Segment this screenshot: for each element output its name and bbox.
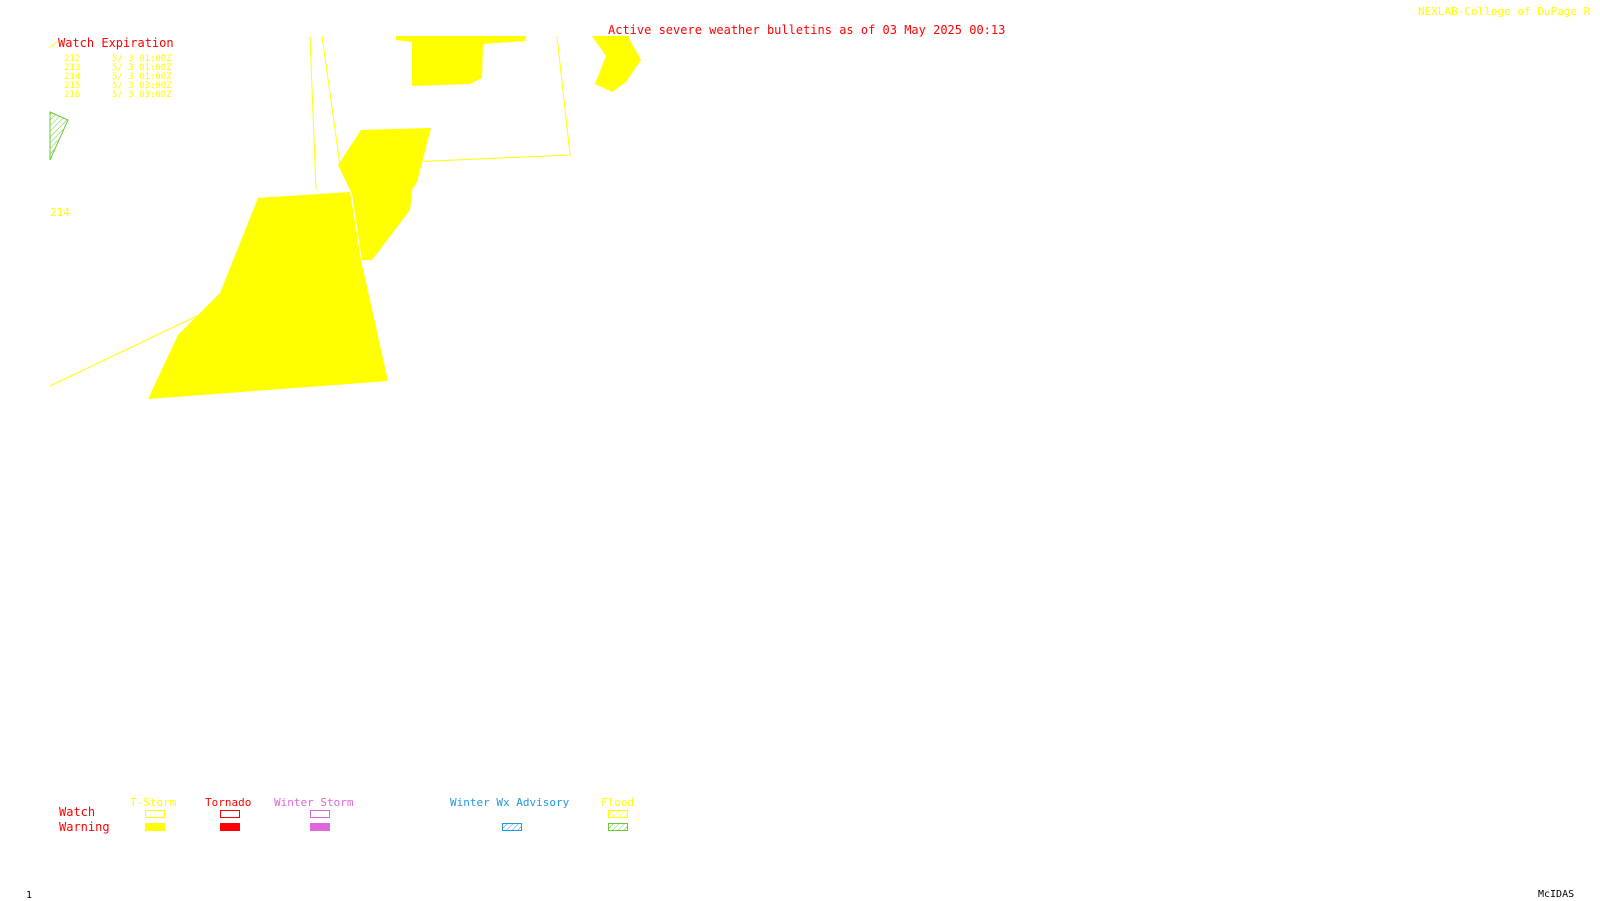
tstorm-warning-middle (338, 128, 431, 260)
watch-id: 213 (64, 63, 81, 73)
legend-row-warning: Warning (59, 820, 110, 834)
legend-winter-advisory-label: Winter Wx Advisory (450, 796, 570, 809)
frame-number: 1 (26, 890, 33, 901)
watch-expires: 5/ 3 03:00Z (112, 90, 172, 100)
watch-row: 214 5/ 3 01:00Z (64, 73, 172, 82)
legend-tornado-watch-swatch (220, 810, 240, 818)
legend-tstorm-label: T-Storm (130, 796, 177, 809)
watch-id: 215 (64, 81, 81, 91)
legend-flood-warning-swatch (608, 823, 628, 831)
flood-warning-area (49, 111, 69, 161)
legend-winter-storm-warning-swatch (310, 823, 330, 831)
legend-winter-advisory-swatch (502, 823, 522, 831)
legend-tornado-warning-swatch (220, 823, 240, 831)
legend-flood-watch-swatch (608, 810, 628, 818)
tstorm-warning-large (148, 192, 388, 399)
watch-outline-corner (49, 41, 58, 48)
watch-expires: 5/ 3 01:00Z (112, 63, 172, 73)
legend-tornado-label: Tornado (205, 796, 252, 809)
watch-row: 213 5/ 3 01:00Z (64, 64, 172, 73)
watch-expires: 5/ 3 01:00Z (112, 72, 172, 82)
watch-outline-box (321, 35, 571, 166)
watch-expiration-title: Watch Expiration (58, 36, 174, 50)
watch-outline-group (49, 35, 571, 387)
watch-expires: 5/ 3 03:00Z (112, 81, 172, 91)
watch-row: 216 5/ 3 03:00Z (64, 91, 172, 100)
legend-flood-label: Flood (601, 796, 635, 809)
software-label: McIDAS (1538, 889, 1575, 900)
watch-expires: 5/ 3 01:00Z (112, 54, 172, 64)
watch-id: 214 (64, 72, 81, 82)
legend-tstorm-watch-swatch (145, 810, 165, 818)
legend-tstorm-warning-swatch (145, 823, 165, 831)
legend-row-watch: Watch (59, 805, 96, 819)
watch-outline-west (309, 35, 317, 191)
tstorm-warning-group (148, 36, 641, 399)
bulletin-title: Active severe weather bulletins as of 03… (608, 23, 1006, 37)
watch-row: 215 5/ 3 03:00Z (64, 82, 172, 91)
watch-id: 216 (64, 90, 81, 100)
legend-winter-storm-label: Winter Storm (274, 796, 354, 809)
watch-label: 214 (50, 206, 70, 219)
tstorm-warning-northeast (592, 36, 641, 92)
legend-winter-storm-watch-swatch (310, 810, 330, 818)
tstorm-warning-top (396, 36, 526, 86)
watch-id: 212 (64, 54, 81, 64)
watch-row: 212 5/ 3 01:00Z (64, 55, 172, 64)
credit-label: NEXLAB-College of DuPage R (1418, 5, 1591, 18)
watch-outline-diagonal (49, 304, 221, 387)
